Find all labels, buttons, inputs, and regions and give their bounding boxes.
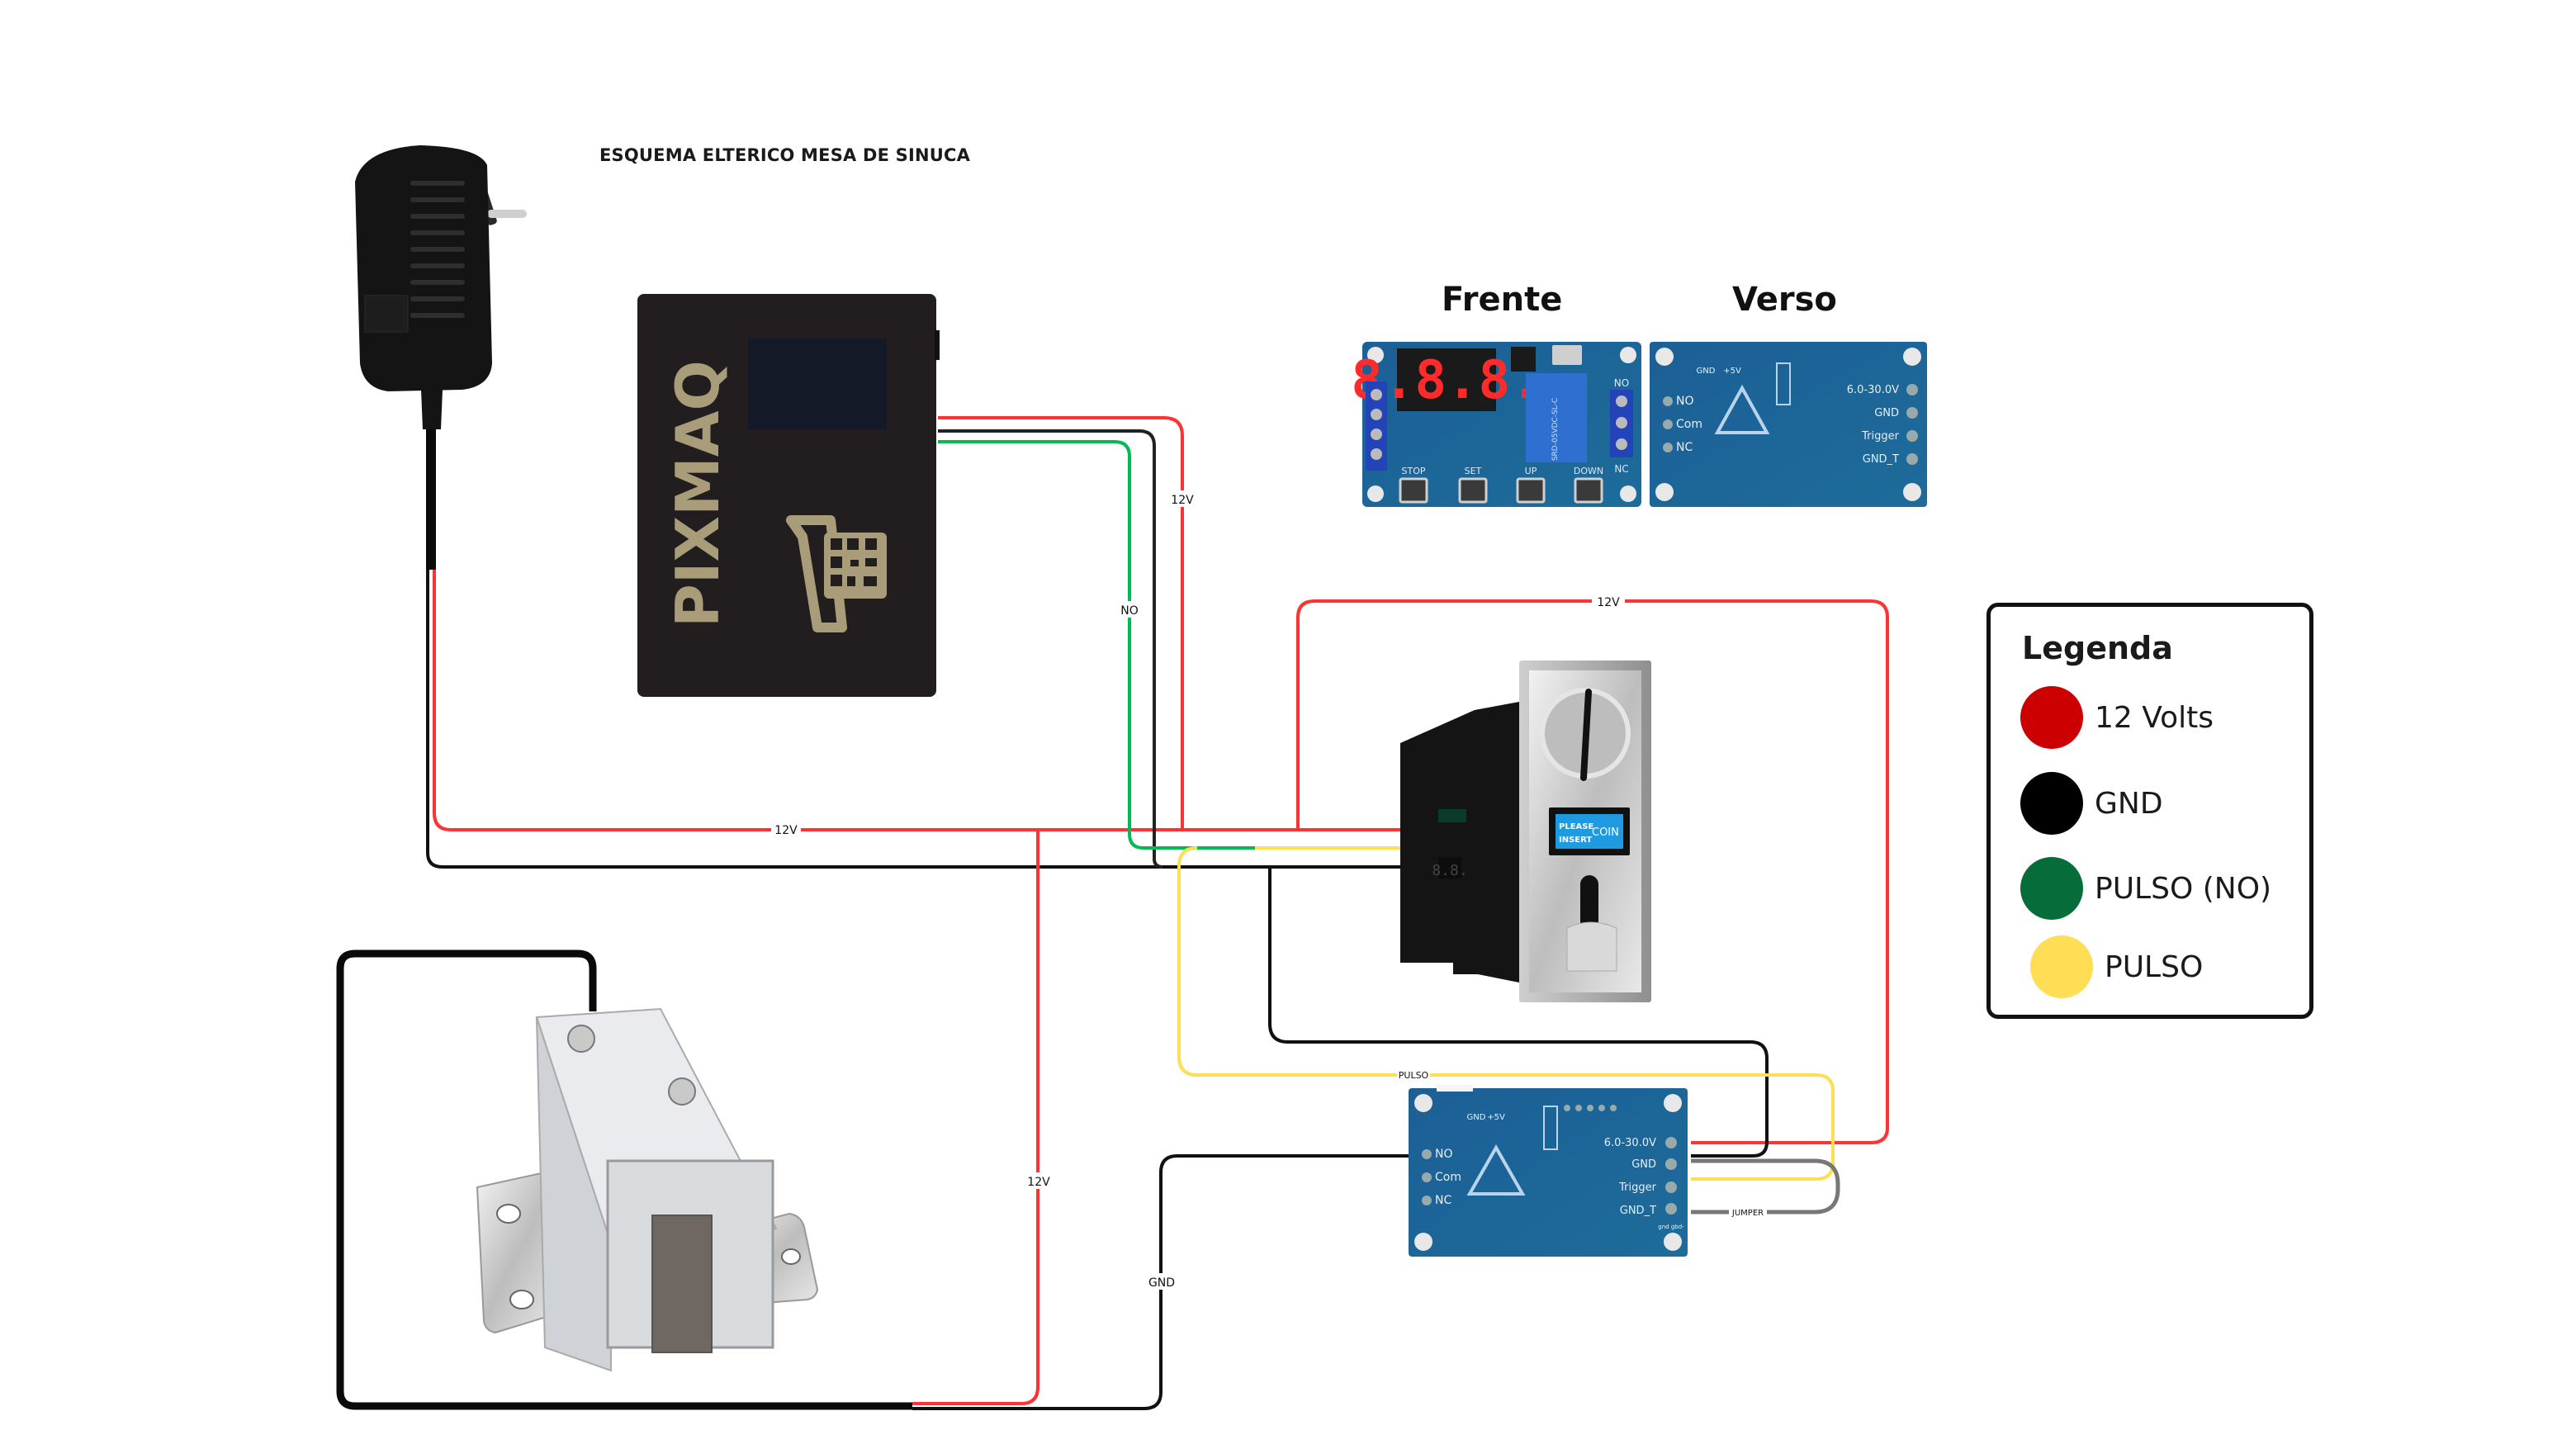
wired-gnd-pad-label: GND — [1467, 1113, 1486, 1122]
btn-set-label: SET — [1465, 466, 1482, 476]
qr-icon — [786, 515, 887, 632]
legend-dot-black — [2020, 772, 2083, 835]
wired-trigger-label: Trigger — [1618, 1181, 1656, 1194]
back-nc-label: NC — [1676, 441, 1693, 454]
coin-display-coin: COIN — [1592, 826, 1619, 839]
legend-item-pulso-no: PULSO (NO) — [2020, 857, 2271, 920]
btn-up-label: UP — [1525, 466, 1537, 476]
board-heading-front: Frente — [1442, 281, 1563, 319]
pixmaq-device: PIXMAQ — [637, 294, 940, 697]
legend-label: 12 Volts — [2095, 700, 2214, 735]
relay-board-wired: GND +5V NO Com NC 6.0-30.0V GND Trigger … — [1409, 1085, 1688, 1257]
legend-label: GND — [2095, 786, 2163, 821]
relay-board-back-reference: GND +5V NO Com NC 6.0-30.0V GND Trigger … — [1650, 342, 1927, 507]
legend: Legenda 12 Volts GND PULSO (NO) PULSO — [1986, 603, 2313, 1019]
legend-dot-yellow — [2030, 935, 2093, 998]
wire-pixmaq-12v — [938, 416, 1184, 830]
relay-board-front: 8.8.8. SRD-05VDC-SL-C NO NC STOP SET UP … — [1351, 342, 1641, 507]
wire-adapter-12v — [433, 570, 1404, 831]
back-trigger-label: Trigger — [1861, 430, 1899, 443]
wired-nc-label: NC — [1435, 1194, 1451, 1207]
screw-icon — [567, 1025, 595, 1053]
wire-pixmaq-no — [938, 440, 1255, 850]
label-pixmaq-no: NO — [1120, 604, 1139, 618]
legend-label: PULSO (NO) — [2095, 871, 2272, 906]
btn-set — [1458, 477, 1488, 504]
wire-lock-loop — [336, 949, 912, 1410]
legend-item-pulso: PULSO — [2030, 935, 2203, 998]
coin-seg-display: 8.8. — [1432, 862, 1467, 879]
btn-down — [1574, 477, 1603, 504]
label-lock-12v: 12V — [1027, 1176, 1050, 1189]
label-jumper: JUMPER — [1731, 1209, 1764, 1218]
wired-small-pads-label: gnd gbd- — [1658, 1224, 1684, 1230]
power-adapter-icon — [355, 145, 527, 429]
pixmaq-brand: PIXMAQ — [663, 360, 732, 627]
relay-part-number: SRD-05VDC-SL-C — [1551, 398, 1560, 461]
wired-5v-pad-label: +5V — [1487, 1113, 1505, 1122]
wire-adapter-gnd — [426, 570, 1404, 869]
page-title: ESQUEMA ELTERICO MESA DE SINUCA — [599, 145, 971, 165]
back-gnd-label: GND — [1874, 407, 1899, 419]
wired-gnd-label: GND — [1631, 1158, 1656, 1171]
wired-gndt-label: GND_T — [1620, 1205, 1656, 1217]
wire-top-12v — [1296, 599, 1889, 1144]
label-top-12v: 12V — [1597, 596, 1620, 609]
legend-dot-green — [2020, 857, 2083, 920]
label-bus-12v: 12V — [774, 824, 798, 837]
wired-hazard-icon — [1466, 1144, 1526, 1196]
wire-labels: 12V NO 12V 12V 12V GND PULSO JUMPER — [771, 490, 1767, 1290]
wire-pixmaq-gnd — [938, 429, 1163, 869]
back-5v-pad-label: +5V — [1723, 367, 1741, 376]
wire-lock-12v — [912, 830, 1039, 1405]
back-gndt-label: GND_T — [1863, 453, 1899, 466]
wired-no-label: NO — [1435, 1148, 1453, 1161]
label-pixmaq-12v: 12V — [1171, 494, 1194, 507]
back-com-label: Com — [1676, 418, 1702, 431]
btn-up — [1516, 477, 1546, 504]
coin-acceptor: 8.8. PLEASE INSERT COIN — [1400, 661, 1651, 1002]
legend-title: Legenda — [2022, 630, 2173, 666]
front-nc-label: NC — [1614, 463, 1628, 475]
wired-vin-label: 6.0-30.0V — [1604, 1137, 1656, 1149]
front-no-label: NO — [1614, 377, 1629, 389]
legend-item-12v: 12 Volts — [2020, 686, 2214, 749]
legend-item-gnd: GND — [2020, 772, 2163, 835]
back-gnd-pad-label: GND — [1697, 367, 1716, 376]
board-heading-back: Verso — [1732, 281, 1837, 319]
back-vin-label: 6.0-30.0V — [1847, 384, 1899, 396]
btn-stop-label: STOP — [1402, 466, 1426, 476]
legend-label: PULSO — [2105, 949, 2204, 984]
solenoid-lock — [476, 1007, 819, 1372]
wire-pulse-trigger — [1177, 846, 1835, 1181]
wired-com-label: Com — [1435, 1171, 1461, 1184]
wire-jumper — [1691, 1158, 1840, 1215]
screw-icon — [668, 1077, 696, 1106]
coin-display-please: PLEASE — [1559, 822, 1593, 831]
hazard-icon — [1714, 384, 1770, 434]
btn-down-label: DOWN — [1574, 466, 1603, 476]
label-pulse: PULSO — [1399, 1070, 1429, 1081]
coin-display-insert: INSERT — [1559, 836, 1592, 845]
label-lock-gnd: GND — [1148, 1276, 1175, 1290]
legend-dot-red — [2020, 686, 2083, 749]
wire-coin-gnd-relay — [1268, 867, 1769, 1158]
back-no-label: NO — [1676, 395, 1694, 408]
btn-stop — [1399, 477, 1428, 504]
